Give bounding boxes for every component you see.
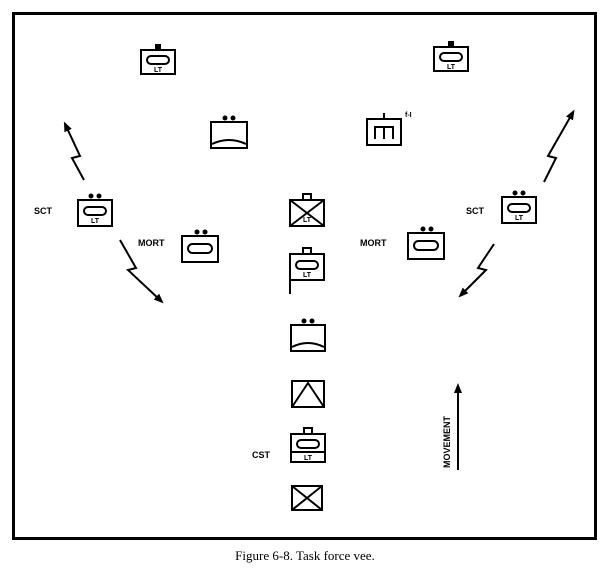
mort-label: MORT <box>138 238 165 248</box>
engineer-symbol <box>291 380 325 408</box>
lt-tank-symbol: LT <box>140 44 176 75</box>
figure-frame <box>12 12 597 540</box>
movement-label: MOVEMENT <box>442 415 452 468</box>
mortar-symbol <box>407 226 445 260</box>
lt-label: LT <box>303 217 312 224</box>
radio-lightning-arrow <box>63 121 85 181</box>
tank-lt-command-symbol: LT <box>289 247 325 294</box>
infantry-symbol <box>291 485 323 511</box>
radio-lightning-arrow <box>458 243 495 298</box>
apc-symbol <box>210 115 248 149</box>
cst-symbol: LT <box>290 427 326 463</box>
scout-lt-symbol: LT <box>77 193 113 227</box>
task-force-vee-diagram: LT LT f-I SCT LT SCT LT <box>34 41 575 511</box>
lt-label: LT <box>154 67 163 74</box>
mort-label: MORT <box>360 238 387 248</box>
sct-label: SCT <box>34 206 53 216</box>
lt-label: LT <box>515 215 524 222</box>
superscript-label: f-I <box>405 112 412 119</box>
sct-label: SCT <box>466 206 485 216</box>
lt-label: LT <box>303 272 312 279</box>
infantry-lt-symbol: LT <box>289 193 325 227</box>
lt-label: LT <box>91 218 100 225</box>
mortar-symbol <box>181 229 219 263</box>
figure-caption: Figure 6-8. Task force vee. <box>235 548 375 563</box>
radio-lightning-arrow <box>119 239 164 304</box>
apc-symbol <box>290 318 326 352</box>
itv-symbol: f-I <box>366 112 412 146</box>
scout-lt-symbol: LT <box>501 190 537 224</box>
lt-label: LT <box>304 455 313 462</box>
lt-tank-symbol: LT <box>433 41 469 72</box>
radio-lightning-arrow <box>543 109 575 183</box>
lt-label: LT <box>447 64 456 71</box>
cst-label: CST <box>252 450 271 460</box>
